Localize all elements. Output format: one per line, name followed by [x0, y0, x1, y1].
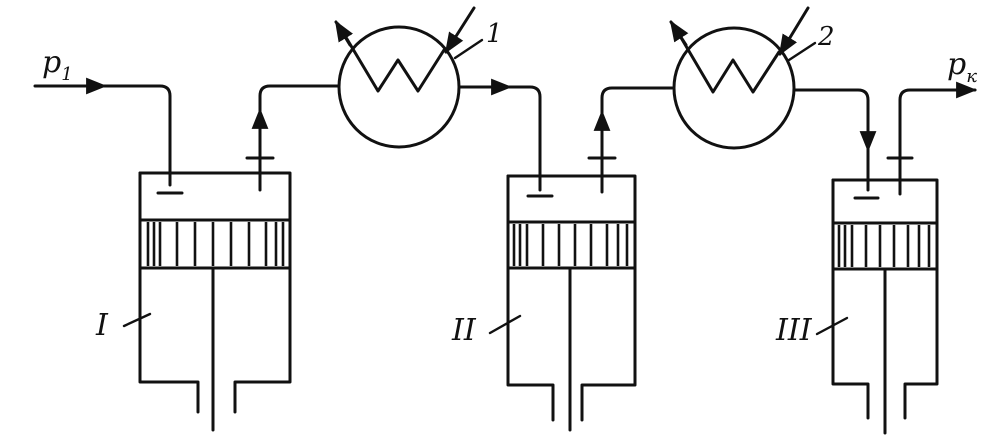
discharge-line-1: [258, 84, 340, 192]
cooler-1: [334, 6, 484, 149]
outlet-pressure-label: pк: [947, 47, 977, 87]
cylinder-1: [122, 84, 340, 432]
cylinder-1-label: I: [95, 308, 109, 343]
piston-1: [138, 218, 292, 270]
inlet-line: [33, 77, 172, 187]
cooler-1-label: 1: [486, 19, 503, 49]
cooler-2-label: 2: [817, 22, 835, 52]
cylinder-3-label: III: [775, 313, 813, 348]
interstage-line-1: [457, 78, 542, 192]
discharge-line-2: [600, 86, 674, 194]
interstage-line-2: [792, 88, 877, 192]
cooler-2: [669, 6, 817, 150]
cylinder-2-label: II: [451, 313, 477, 348]
cylinder-2: [488, 86, 674, 432]
piston-1-hatch: [146, 222, 285, 266]
piston-3-hatch: [837, 225, 931, 267]
piston-3: [831, 221, 939, 271]
discharge-line-3: [898, 81, 978, 196]
inlet-pressure-label: p1: [42, 45, 73, 85]
cylinder-3: [815, 81, 978, 435]
piston-2-hatch: [512, 224, 629, 266]
